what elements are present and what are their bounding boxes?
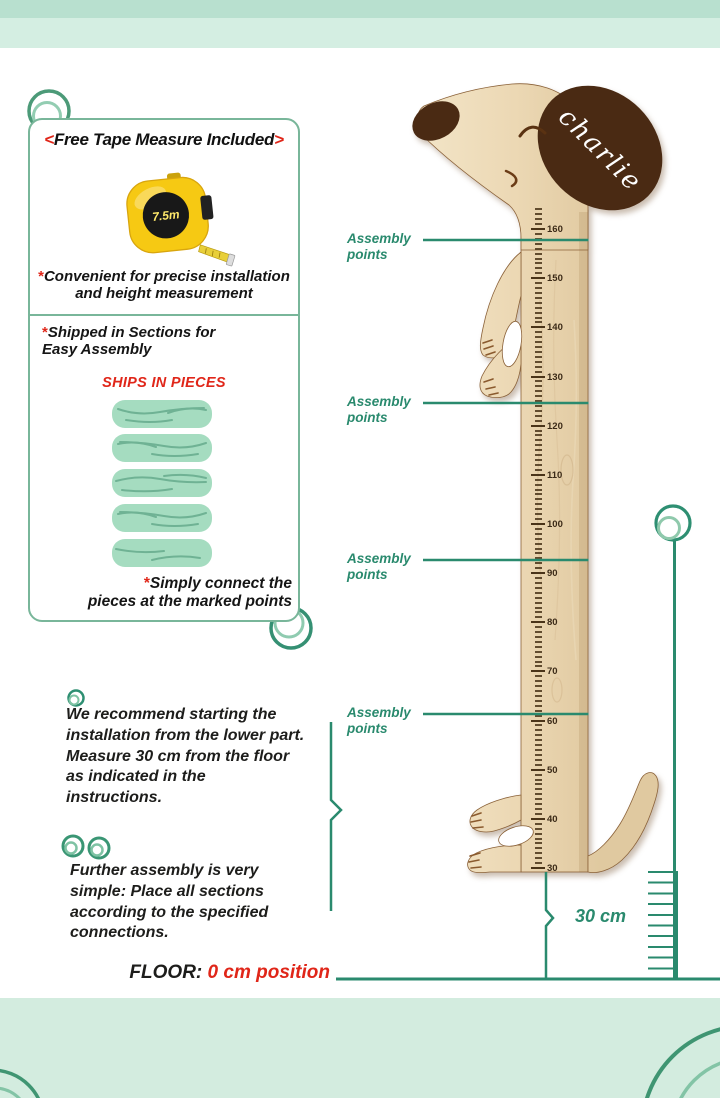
dog-nose <box>412 101 460 141</box>
bracket-close: > <box>274 130 284 149</box>
wood-piece <box>112 469 212 497</box>
ruler-body <box>520 209 589 873</box>
note-shipped-line1: Shipped in Sections for <box>47 324 216 341</box>
dog-growth-chart: charlie <box>412 83 663 873</box>
ring-pair2-outer <box>87 836 111 860</box>
ring-pair1-outer <box>61 834 85 858</box>
ring-pair1-inner <box>64 841 78 855</box>
tape-measure-image: 7.5m <box>126 172 236 267</box>
thirty-cm-line <box>544 872 555 979</box>
leg-slot <box>501 320 523 368</box>
dog-tail <box>587 772 659 873</box>
bottom-band <box>0 998 720 1098</box>
rear-slot <box>498 825 534 847</box>
ring-small-inner <box>68 694 80 706</box>
note-precise-line2: and height measurement <box>75 285 253 303</box>
note-connect: *Simply connect the pieces at the marked… <box>72 575 292 611</box>
cm-mini-ruler <box>648 871 678 979</box>
asterisk: * <box>38 268 44 285</box>
wood-piece <box>112 539 212 567</box>
box-title: <Free Tape Measure Included> <box>30 130 298 150</box>
note-connect-line1: Simply connect the <box>149 575 292 592</box>
smile <box>504 169 518 188</box>
wood-piece <box>112 504 212 532</box>
floor-value: 0 cm position <box>207 962 330 983</box>
claw-marks <box>468 339 499 869</box>
asterisk: * <box>143 575 150 592</box>
floor-word: FLOOR: <box>129 962 203 983</box>
rear-foot <box>467 844 522 873</box>
bracket-open: < <box>44 130 54 149</box>
note-precise: *Convenient for precise installation and… <box>30 268 298 303</box>
box-title-text: Free Tape Measure Included <box>53 130 275 149</box>
note-shipped-line2: Easy Assembly <box>42 341 152 359</box>
thirty-cm-callout: 30 cm <box>575 906 627 926</box>
note-precise-line1: Convenient for precise installation <box>43 268 290 285</box>
floor-label: FLOOR: 0 cm position <box>129 962 330 984</box>
note-shipped: *Shipped in Sections for Easy Assembly <box>42 324 272 359</box>
top-band-dark <box>0 0 720 18</box>
ships-in-pieces-heading: SHIPS IN PIECES <box>102 375 226 391</box>
ring-pair2-inner <box>90 843 104 857</box>
asterisk: * <box>42 324 48 341</box>
wood-piece <box>112 400 212 428</box>
info-box: <Free Tape Measure Included> 7.5m *Conve… <box>28 118 300 622</box>
dog-ear <box>537 85 663 211</box>
tape-capacity-label: 7.5m <box>152 207 181 224</box>
box-divider <box>28 314 300 316</box>
instruction-further: Further assembly is very simple: Place a… <box>70 862 269 942</box>
closed-eye <box>518 125 547 138</box>
instruction-recommend: We recommend starting the installation f… <box>66 706 305 807</box>
wood-piece <box>112 434 212 462</box>
top-band-light <box>0 18 720 48</box>
instruction-brace <box>329 722 343 911</box>
rear-leg-upper <box>469 794 522 833</box>
ring-small-outer <box>67 689 85 707</box>
note-connect-line2: pieces at the marked points <box>87 592 292 610</box>
